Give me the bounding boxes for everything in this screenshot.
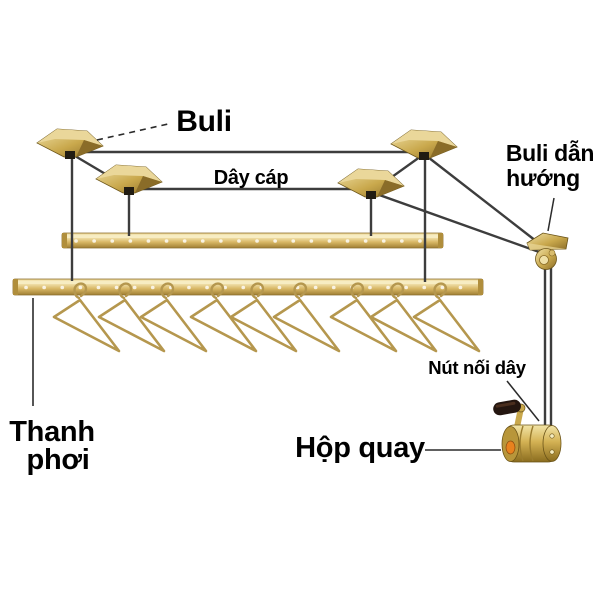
buli-leader-line: [96, 123, 169, 141]
guide-pulley-icon: [526, 232, 569, 270]
crank-box-icon: [493, 399, 562, 463]
label-buli-dan-huong-line2: hướng: [506, 165, 580, 191]
label-day-cap: Dây cáp: [214, 167, 289, 189]
nut-noi-day-leader-line: [506, 380, 540, 422]
label-thanh-phoi-line1: Thanh: [9, 416, 95, 448]
crank-grip: [493, 399, 521, 416]
buli-dan-huong-leader-line: [547, 197, 555, 232]
cable-to-guide-pulley-lower: [370, 190, 543, 255]
ceiling-pulley-icon: [390, 129, 458, 161]
label-thanh-phoi-line2: phơi: [27, 444, 90, 476]
ceiling-pulley-icon: [337, 168, 405, 200]
ceiling-pulley-icon: [95, 164, 163, 196]
label-buli: Buli: [176, 105, 231, 138]
label-nut-noi-day: Nút nối dây: [428, 357, 526, 378]
cable-to-guide-pulley-upper: [423, 153, 537, 242]
ceiling-pulley-icon: [36, 128, 104, 160]
leader-lines: [32, 123, 555, 451]
label-hop-quay: Hộp quay: [295, 432, 425, 464]
upper-drying-bar: [61, 232, 444, 249]
crank-button: [505, 440, 516, 455]
label-buli-dan-huong-line1: Buli dẫn: [506, 139, 594, 166]
